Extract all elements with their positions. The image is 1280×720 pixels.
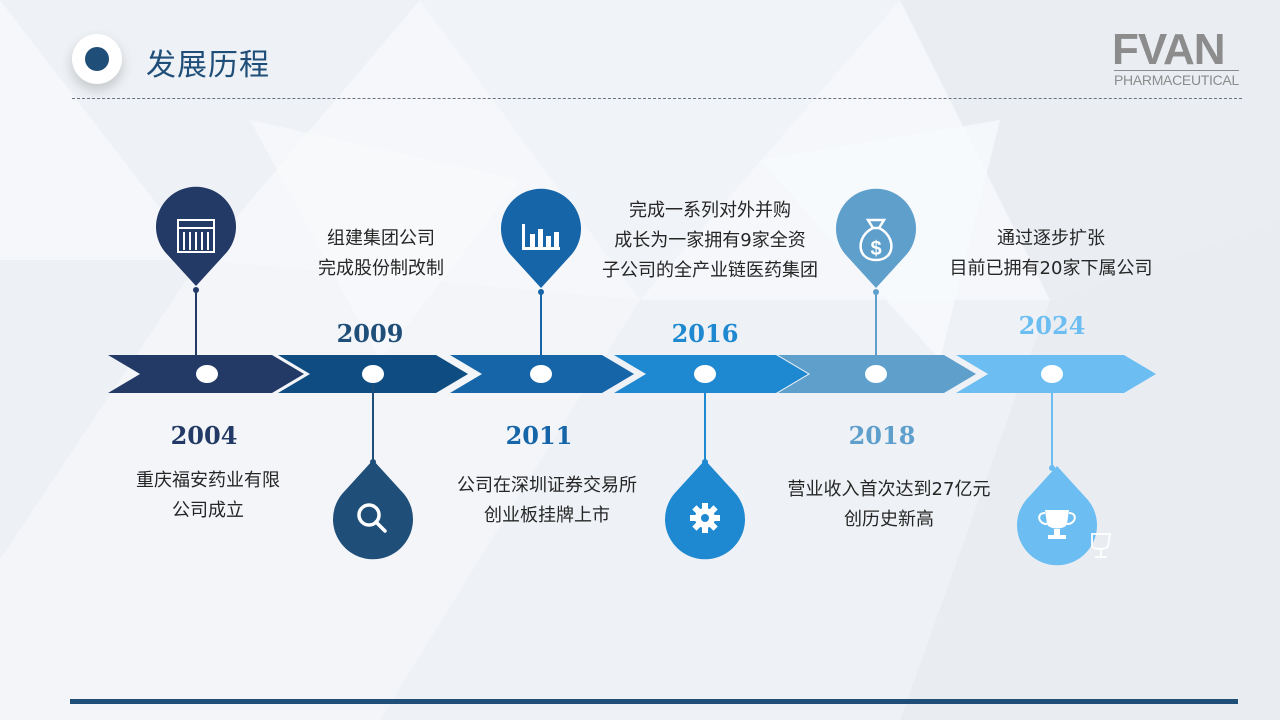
building-icon (177, 219, 215, 253)
desc-line: 公司在深圳证券交易所 (457, 475, 637, 496)
timeline-node-2016 (694, 365, 716, 383)
year-2009: 2009 (336, 319, 404, 348)
desc-line: 子公司的全产业链医药集团 (602, 260, 818, 281)
desc-line: 成长为一家拥有9家全资 (614, 230, 806, 251)
desc-line: 创历史新高 (844, 509, 934, 530)
desc-line: 公司成立 (172, 500, 244, 521)
milestone-desc-2009: 组建集团公司 完成股份制改制 (241, 224, 521, 284)
milestone-desc-2024: 通过逐步扩张 目前已拥有20家下属公司 (911, 224, 1191, 284)
year-2011: 2011 (505, 421, 573, 450)
company-logo: FVAN PHARMACEUTICAL (1112, 28, 1248, 90)
milestone-desc-2016: 完成一系列对外并购 成长为一家拥有9家全资 子公司的全产业链医药集团 (570, 196, 850, 286)
footer-bar (70, 699, 1238, 704)
desc-line: 完成一系列对外并购 (629, 200, 791, 221)
milestone-desc-2011: 公司在深圳证券交易所 创业板挂牌上市 (407, 471, 687, 531)
year-2016: 2016 (671, 319, 739, 348)
search-icon (357, 503, 387, 533)
desc-line: 营业收入首次达到27亿元 (787, 479, 991, 500)
title-marker (72, 34, 122, 84)
timeline-node-2004 (196, 365, 218, 383)
money-bag-icon: $ (859, 218, 893, 262)
page-title: 发展历程 (146, 48, 270, 83)
trophy-shadow-icon (1091, 533, 1112, 558)
desc-line: 重庆福安药业有限 (136, 470, 280, 491)
logo-wordmark: FVAN (1112, 25, 1226, 74)
desc-line: 创业板挂牌上市 (484, 505, 610, 526)
gear-icon (690, 503, 720, 533)
timeline-node-2024 (1041, 365, 1063, 383)
year-2018: 2018 (848, 421, 916, 450)
milestone-desc-2004: 重庆福安药业有限 公司成立 (68, 466, 348, 526)
trophy-icon (1038, 510, 1076, 539)
bar-chart-icon (522, 224, 560, 250)
desc-line: 目前已拥有20家下属公司 (949, 258, 1153, 279)
pin-2018 (836, 188, 917, 288)
logo-subtitle: PHARMACEUTICAL (1114, 70, 1239, 88)
timeline-node-2009 (362, 365, 384, 383)
timeline-node-2018 (865, 365, 887, 383)
desc-line: 组建集团公司 (327, 228, 435, 249)
title-divider (72, 98, 1242, 99)
desc-line: 通过逐步扩张 (997, 228, 1105, 249)
timeline-node-2011 (530, 365, 552, 383)
milestone-desc-2018: 营业收入首次达到27亿元 创历史新高 (749, 475, 1029, 535)
pin-2009 (333, 460, 413, 560)
year-2024: 2024 (1018, 311, 1086, 340)
svg-text:$: $ (870, 238, 881, 260)
desc-line: 完成股份制改制 (318, 258, 444, 279)
year-2004: 2004 (170, 421, 238, 450)
